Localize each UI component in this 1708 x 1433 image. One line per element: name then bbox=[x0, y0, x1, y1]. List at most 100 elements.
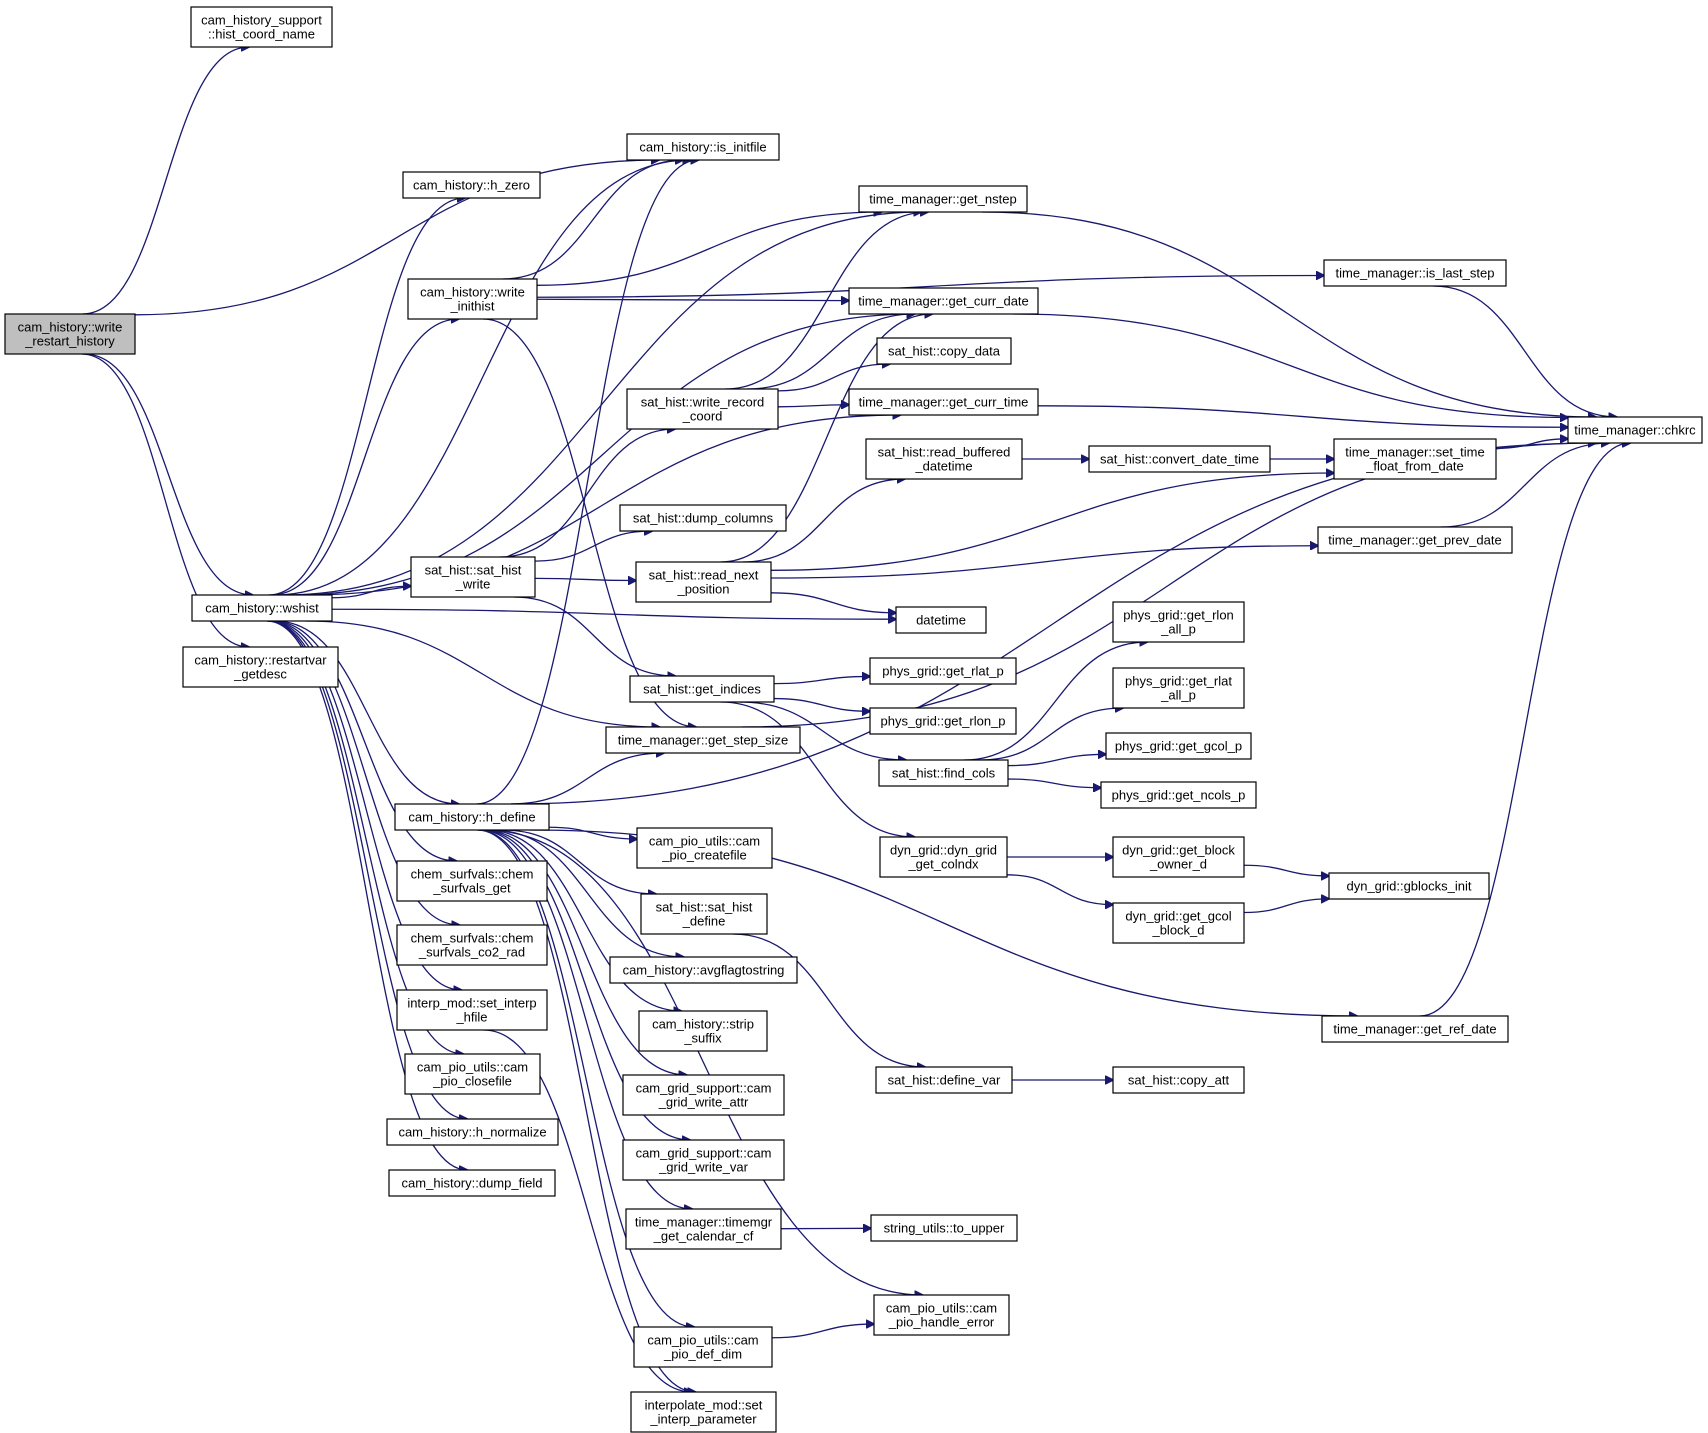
edge-sat-hist-write-to-write-record-coord bbox=[500, 429, 675, 558]
edge-wshist-to-h-define bbox=[275, 620, 459, 804]
edge-write-inithist-to-get-step-size bbox=[482, 318, 696, 727]
node-h-define[interactable]: cam_history::h_define bbox=[394, 803, 550, 831]
node-gblocks-init[interactable]: dyn_grid::gblocks_init bbox=[1328, 872, 1490, 900]
node-write-inithist[interactable]: cam_history::write_inithist bbox=[407, 278, 538, 320]
node-set-interp-hfile[interactable]: interp_mod::set_interp_hfile bbox=[396, 989, 548, 1031]
node-get-rlon-all-p[interactable]: phys_grid::get_rlon_all_p bbox=[1112, 601, 1245, 643]
node-datetime[interactable]: datetime bbox=[895, 606, 987, 634]
node-get-curr-date[interactable]: time_manager::get_curr_date bbox=[848, 287, 1039, 315]
edge-cam-pio-def-dim-to-cam-pio-handle-error bbox=[771, 1324, 874, 1339]
node-timemgr-get-calendar-cf[interactable]: time_manager::timemgr_get_calendar_cf bbox=[625, 1208, 782, 1250]
node-label: datetime bbox=[916, 613, 966, 628]
node-chkrc[interactable]: time_manager::chkrc bbox=[1567, 416, 1703, 444]
node-get-nstep[interactable]: time_manager::get_nstep bbox=[858, 185, 1028, 213]
node-label: sat_hist::dump_columns bbox=[633, 511, 774, 526]
node-chem-surfvals-co2-rad[interactable]: chem_surfvals::chem_surfvals_co2_rad bbox=[396, 924, 548, 966]
edge-wshist-to-get-step-size bbox=[305, 620, 659, 727]
node-convert-date-time[interactable]: sat_hist::convert_date_time bbox=[1088, 445, 1271, 473]
node-get-step-size[interactable]: time_manager::get_step_size bbox=[605, 726, 801, 754]
node-get-rlon-p[interactable]: phys_grid::get_rlon_p bbox=[869, 707, 1017, 735]
node-write-restart-history[interactable]: cam_history::write_restart_history bbox=[4, 313, 136, 355]
edge-get-indices-to-find-cols bbox=[739, 701, 906, 760]
node-hist-coord-name[interactable]: cam_history_support::hist_coord_name bbox=[190, 6, 333, 48]
node-get-ncols-p[interactable]: phys_grid::get_ncols_p bbox=[1100, 781, 1257, 809]
node-copy-data[interactable]: sat_hist::copy_data bbox=[876, 337, 1012, 365]
edge-arrow bbox=[1007, 754, 1106, 767]
node-cam-grid-write-var[interactable]: cam_grid_support::cam_grid_write_var bbox=[622, 1139, 785, 1181]
edge-wshist-to-datetime bbox=[331, 608, 896, 619]
node-sat-hist-define[interactable]: sat_hist::sat_hist_define bbox=[640, 893, 768, 935]
node-get-block-owner-d[interactable]: dyn_grid::get_block_owner_d bbox=[1112, 836, 1245, 878]
node-cam-pio-closefile[interactable]: cam_pio_utils::cam_pio_closefile bbox=[404, 1053, 541, 1095]
edge-arrow bbox=[536, 212, 882, 286]
node-set-interp-parameter[interactable]: interpolate_mod::set_interp_parameter bbox=[630, 1391, 777, 1433]
node-dump-field[interactable]: cam_history::dump_field bbox=[388, 1169, 556, 1197]
edge-h-define-to-is-initfile bbox=[476, 160, 698, 805]
node-dump-columns[interactable]: sat_hist::dump_columns bbox=[619, 504, 787, 532]
node-label: dyn_grid::get_block bbox=[1122, 843, 1235, 858]
node-sat-hist-write[interactable]: sat_hist::sat_hist_write bbox=[410, 556, 536, 598]
node-get-ref-date[interactable]: time_manager::get_ref_date bbox=[1321, 1015, 1509, 1043]
node-label: time_manager::get_ref_date bbox=[1333, 1022, 1496, 1037]
edge-arrow bbox=[739, 701, 906, 760]
node-cam-grid-write-attr[interactable]: cam_grid_support::cam_grid_write_attr bbox=[622, 1074, 785, 1116]
node-box bbox=[394, 803, 550, 831]
edge-write-record-coord-to-get-curr-date bbox=[747, 314, 914, 390]
node-box bbox=[1112, 601, 1245, 643]
edge-arrow bbox=[482, 318, 696, 727]
node-get-rlat-all-p[interactable]: phys_grid::get_rlat_all_p bbox=[1112, 667, 1245, 709]
edge-wshist-to-get-curr-date bbox=[290, 314, 915, 596]
node-label: _inithist bbox=[449, 299, 494, 314]
node-label: _hfile bbox=[455, 1010, 487, 1025]
node-define-var[interactable]: sat_hist::define_var bbox=[875, 1066, 1013, 1094]
node-chem-surfvals-get[interactable]: chem_surfvals::chem_surfvals_get bbox=[396, 860, 548, 902]
node-cam-pio-createfile[interactable]: cam_pio_utils::cam_pio_createfile bbox=[636, 827, 773, 869]
node-write-record-coord[interactable]: sat_hist::write_record_coord bbox=[626, 388, 779, 430]
node-label: sat_hist::copy_att bbox=[1128, 1073, 1230, 1088]
node-label: cam_grid_support::cam bbox=[636, 1081, 772, 1096]
node-box bbox=[1112, 1066, 1245, 1094]
node-cam-pio-handle-error[interactable]: cam_pio_utils::cam_pio_handle_error bbox=[873, 1294, 1010, 1336]
node-label: cam_history::h_define bbox=[408, 810, 535, 825]
node-is-last-step[interactable]: time_manager::is_last_step bbox=[1323, 259, 1507, 287]
node-get-gcol-block-d[interactable]: dyn_grid::get_gcol_block_d bbox=[1112, 902, 1245, 944]
edge-arrow bbox=[771, 1324, 874, 1339]
node-strip-suffix[interactable]: cam_history::strip_suffix bbox=[638, 1010, 768, 1052]
node-get-prev-date[interactable]: time_manager::get_prev_date bbox=[1317, 526, 1513, 554]
node-box bbox=[605, 726, 801, 754]
node-get-curr-time[interactable]: time_manager::get_curr_time bbox=[848, 388, 1039, 416]
edge-h-define-to-cam-grid-write-attr bbox=[482, 829, 687, 1075]
node-label: cam_history::write bbox=[420, 285, 525, 300]
node-box bbox=[386, 1118, 559, 1146]
node-read-buffered-datetime[interactable]: sat_hist::read_buffered_datetime bbox=[865, 438, 1023, 480]
edge-arrow bbox=[534, 578, 636, 580]
node-label: cam_history::is_initfile bbox=[639, 140, 766, 155]
edge-wshist-to-get-curr-time bbox=[305, 415, 900, 596]
node-restartvar-getdesc[interactable]: cam_history::restartvar_getdesc bbox=[182, 646, 339, 688]
edge-arrow bbox=[305, 415, 900, 596]
node-set-time-float-from-date[interactable]: time_manager::set_time_float_from_date bbox=[1333, 438, 1497, 480]
node-get-indices[interactable]: sat_hist::get_indices bbox=[629, 675, 775, 703]
node-get-gcol-p[interactable]: phys_grid::get_gcol_p bbox=[1105, 732, 1252, 760]
edge-write-restart-history-to-restartvar-getdesc bbox=[81, 353, 249, 647]
node-wshist[interactable]: cam_history::wshist bbox=[191, 594, 333, 622]
node-dyn-grid-get-colndx[interactable]: dyn_grid::dyn_grid_get_colndx bbox=[879, 836, 1008, 878]
node-avgflagtostring[interactable]: cam_history::avgflagtostring bbox=[609, 956, 798, 984]
node-h-normalize[interactable]: cam_history::h_normalize bbox=[386, 1118, 559, 1146]
node-label: _datetime bbox=[914, 459, 972, 474]
node-box bbox=[876, 337, 1012, 365]
node-find-cols[interactable]: sat_hist::find_cols bbox=[878, 759, 1009, 787]
node-box bbox=[633, 1326, 773, 1368]
edge-arrow bbox=[275, 620, 459, 804]
node-read-next-position[interactable]: sat_hist::read_next_position bbox=[635, 561, 772, 603]
node-is-initfile[interactable]: cam_history::is_initfile bbox=[626, 133, 780, 161]
edge-wshist-to-is-initfile bbox=[274, 160, 690, 596]
edge-arrow bbox=[290, 314, 915, 596]
node-h-zero[interactable]: cam_history::h_zero bbox=[402, 171, 541, 199]
edge-arrow bbox=[482, 829, 687, 1075]
node-box bbox=[875, 1066, 1013, 1094]
node-to-upper[interactable]: string_utils::to_upper bbox=[870, 1214, 1018, 1242]
node-copy-att[interactable]: sat_hist::copy_att bbox=[1112, 1066, 1245, 1094]
node-get-rlat-p[interactable]: phys_grid::get_rlat_p bbox=[869, 657, 1017, 685]
node-cam-pio-def-dim[interactable]: cam_pio_utils::cam_pio_def_dim bbox=[633, 1326, 773, 1368]
